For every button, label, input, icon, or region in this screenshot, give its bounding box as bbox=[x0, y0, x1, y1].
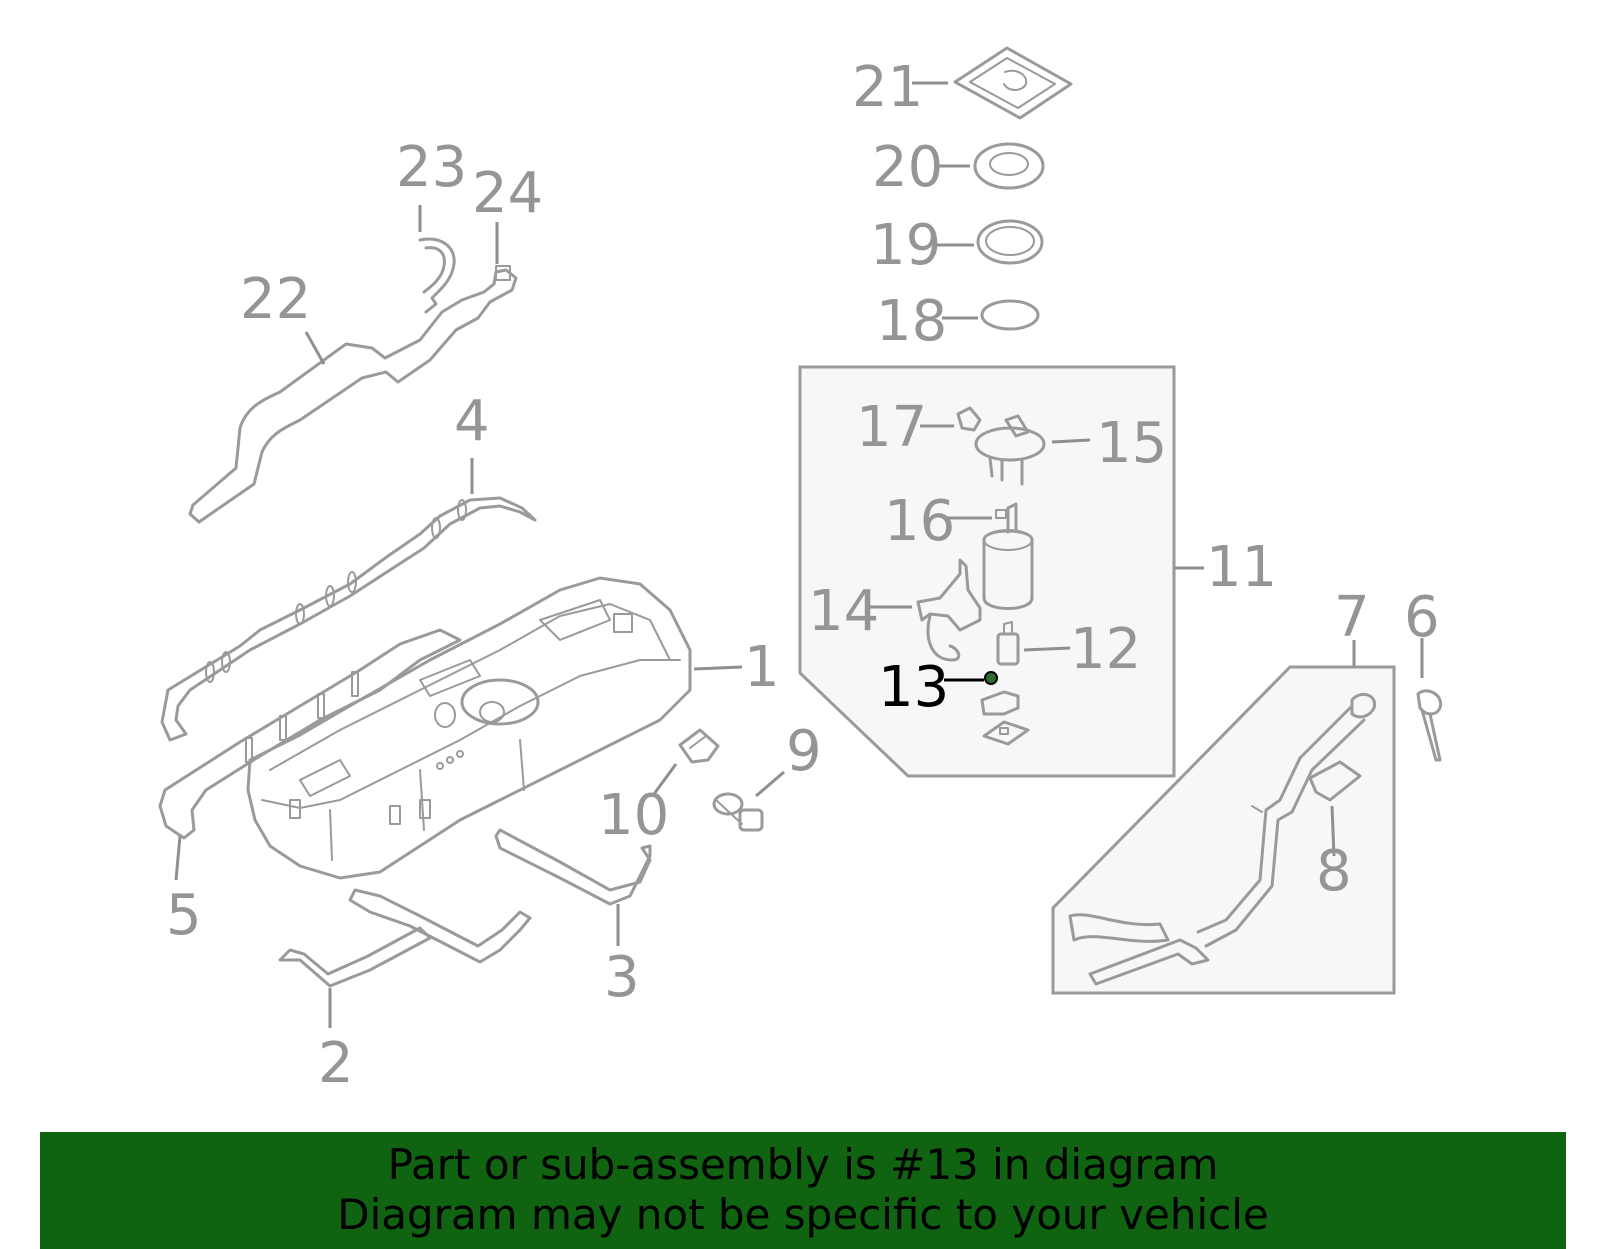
pump-assembly-inset-box bbox=[798, 365, 1176, 778]
callout-3: 3 bbox=[604, 945, 640, 1010]
callout-11: 11 bbox=[1206, 535, 1277, 600]
callout-13: 13 bbox=[878, 655, 949, 720]
part-8-bracket bbox=[1308, 760, 1362, 802]
callout-6: 6 bbox=[1404, 585, 1440, 650]
callout-4: 4 bbox=[454, 389, 490, 454]
callout-10: 10 bbox=[598, 783, 669, 848]
callout-1: 1 bbox=[744, 635, 780, 700]
part-20-ring bbox=[973, 142, 1045, 190]
part-2-tank-strap bbox=[278, 888, 532, 988]
part-21-cover-plate bbox=[953, 46, 1073, 120]
callout-18: 18 bbox=[876, 289, 947, 354]
callout-7: 7 bbox=[1334, 585, 1370, 650]
callout-17: 17 bbox=[856, 395, 927, 460]
callout-2: 2 bbox=[318, 1031, 354, 1096]
part-19-seal bbox=[976, 219, 1044, 265]
part-6-clip bbox=[1416, 689, 1443, 762]
callout-15: 15 bbox=[1096, 411, 1167, 476]
callout-labels: 21 20 19 18 22 23 24 4 1 5 2 3 10 9 17 1… bbox=[166, 55, 1440, 1096]
callout-23: 23 bbox=[396, 135, 467, 200]
callout-24: 24 bbox=[472, 161, 543, 226]
pump-bottom-bracket bbox=[980, 690, 1030, 746]
callout-21: 21 bbox=[852, 55, 923, 120]
part-13-highlighted bbox=[984, 671, 998, 685]
part-14-bracket bbox=[916, 558, 982, 662]
part-9-valve bbox=[712, 792, 764, 832]
callout-12: 12 bbox=[1070, 617, 1141, 682]
callout-20: 20 bbox=[872, 135, 943, 200]
part-7-filler-neck bbox=[1068, 692, 1377, 986]
part-23-hose bbox=[418, 237, 456, 314]
part-22-vent-pipe bbox=[188, 298, 480, 524]
part-1-fuel-tank bbox=[246, 576, 692, 880]
part-3-tank-strap bbox=[494, 828, 652, 906]
banner-line-2: Diagram may not be specific to your vehi… bbox=[337, 1190, 1269, 1239]
part-16-pump-body bbox=[982, 502, 1034, 610]
part-12-filter bbox=[996, 621, 1020, 666]
callout-19: 19 bbox=[870, 213, 941, 278]
part-15-pump-flange bbox=[974, 414, 1046, 486]
part-4-heat-shield bbox=[160, 496, 537, 742]
part-info-banner: Part or sub-assembly is #13 in diagram D… bbox=[40, 1132, 1566, 1249]
banner-line-1: Part or sub-assembly is #13 in diagram bbox=[387, 1140, 1219, 1189]
callout-5: 5 bbox=[166, 883, 202, 948]
callout-8: 8 bbox=[1316, 839, 1352, 904]
part-10-cap bbox=[678, 728, 720, 764]
part-18-o-ring bbox=[980, 299, 1040, 331]
callout-16: 16 bbox=[884, 489, 955, 554]
part-17-connector bbox=[956, 406, 982, 432]
callout-14: 14 bbox=[808, 579, 879, 644]
callout-22: 22 bbox=[240, 267, 311, 332]
part-24-pipe-clip bbox=[460, 265, 518, 320]
leader-lines bbox=[174, 81, 1424, 1028]
callout-9: 9 bbox=[786, 719, 822, 784]
